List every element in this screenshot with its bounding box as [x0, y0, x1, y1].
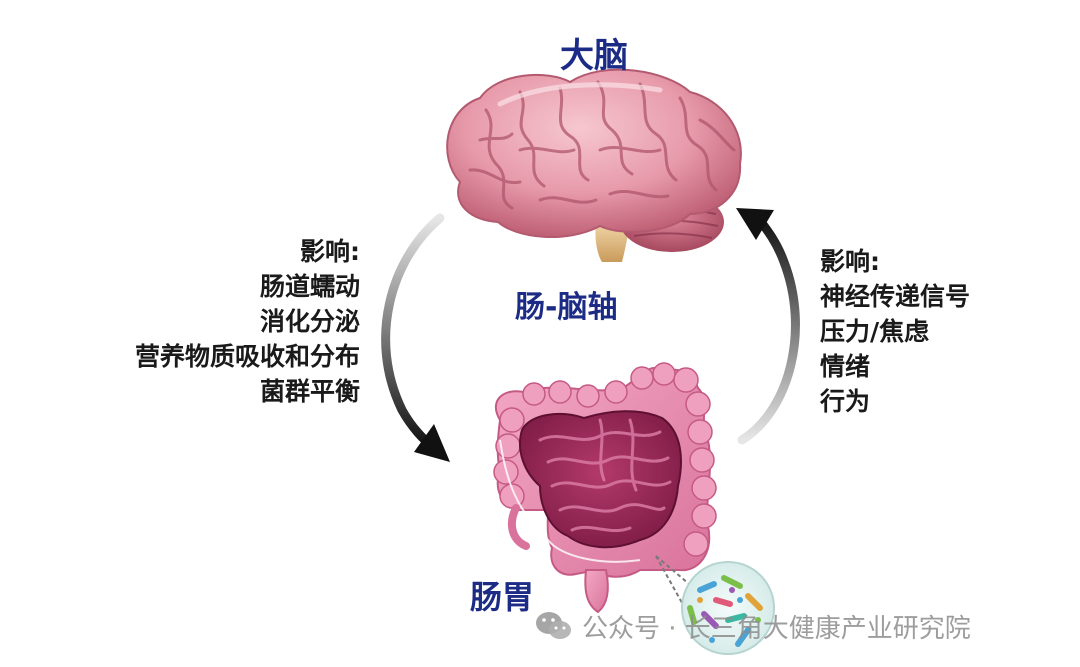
microbiota-callout [655, 555, 775, 655]
left-line-3: 营养物质吸收和分布 [134, 342, 360, 371]
gut-illustration [493, 362, 717, 614]
wechat-icon [536, 612, 571, 639]
gut-to-brain-effects: 影响: 神经传递信号 压力/焦虑 情绪 行为 [820, 244, 1060, 419]
gut-brain-axis-label: 肠-脑轴 [515, 290, 618, 325]
right-line-3: 情绪 [820, 352, 871, 381]
right-line-4: 行为 [820, 387, 871, 416]
right-line-heading: 影响: [820, 247, 880, 276]
brain-label: 大脑 [560, 36, 628, 76]
watermark: 公众号 · 长三角大健康产业研究院 [534, 606, 971, 646]
arrow-brain-to-gut [381, 213, 450, 462]
arrow-gut-to-brain [736, 208, 800, 445]
right-line-2: 压力/焦虑 [820, 317, 930, 346]
brain-illustration [446, 68, 742, 262]
brain-to-gut-effects: 影响: 肠道蠕动 消化分泌 营养物质吸收和分布 菌群平衡 [30, 234, 360, 409]
left-line-heading: 影响: [300, 237, 360, 266]
left-line-2: 消化分泌 [259, 307, 360, 336]
left-line-1: 肠道蠕动 [259, 272, 360, 301]
left-line-4: 菌群平衡 [259, 377, 360, 406]
watermark-text: 公众号 · 长三角大健康产业研究院 [582, 613, 971, 644]
gut-label: 肠胃 [470, 578, 535, 616]
right-line-1: 神经传递信号 [820, 282, 971, 311]
